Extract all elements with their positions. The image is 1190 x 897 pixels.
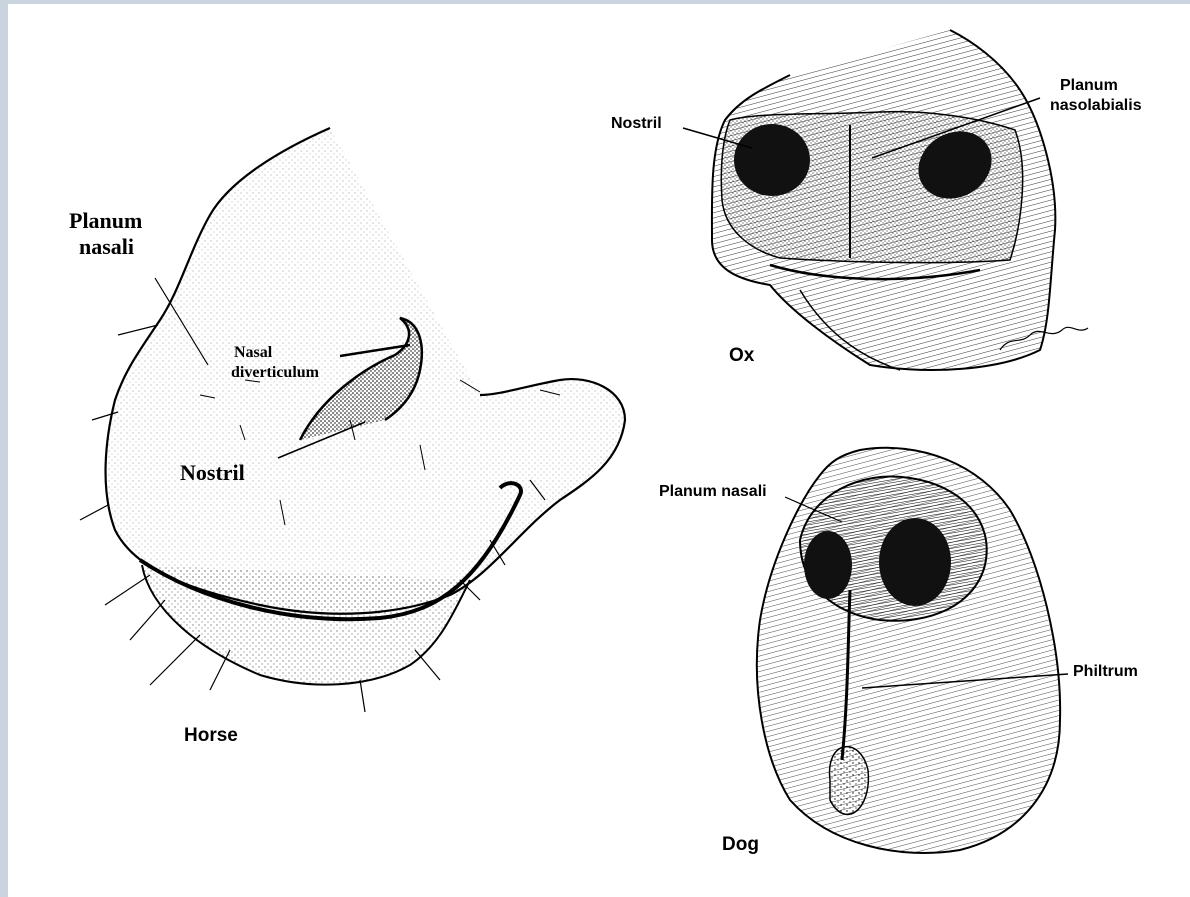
horse-label-planum-nasali-line2: nasali (69, 234, 142, 260)
dog-drawing (757, 448, 1068, 853)
ox-label-planum-nasolabialis-line2: nasolabialis (1050, 96, 1142, 116)
horse-drawing (80, 128, 625, 712)
ox-drawing (683, 30, 1088, 370)
horse-label-nasal-diverticulum-line2: diverticulum (231, 363, 319, 383)
dog-right-nostril (879, 518, 951, 606)
dog-label-planum-nasali: Planum nasali (659, 484, 767, 501)
horse-label-nostril: Nostril (180, 461, 245, 484)
dog-chin (830, 747, 869, 815)
horse-label-planum-nasali: Planum nasali (69, 208, 142, 260)
horse-caption: Horse (184, 726, 238, 746)
ox-label-planum-nasolabialis: Planum nasolabialis (1050, 76, 1142, 116)
horse-label-planum-nasali-line1: Planum (69, 208, 142, 234)
horse-label-nasal-diverticulum: Nasal diverticulum (234, 343, 319, 383)
horse-label-nasal-diverticulum-line1: Nasal (234, 343, 319, 363)
ox-label-planum-nasolabialis-line1: Planum (1050, 76, 1142, 96)
dog-caption: Dog (722, 835, 759, 855)
horse-lower-lip (142, 565, 470, 685)
dog-left-nostril (804, 531, 852, 599)
ox-label-nostril: Nostril (611, 116, 662, 133)
ox-caption: Ox (729, 346, 754, 366)
ox-left-nostril (734, 124, 810, 196)
dog-label-philtrum: Philtrum (1073, 664, 1138, 681)
